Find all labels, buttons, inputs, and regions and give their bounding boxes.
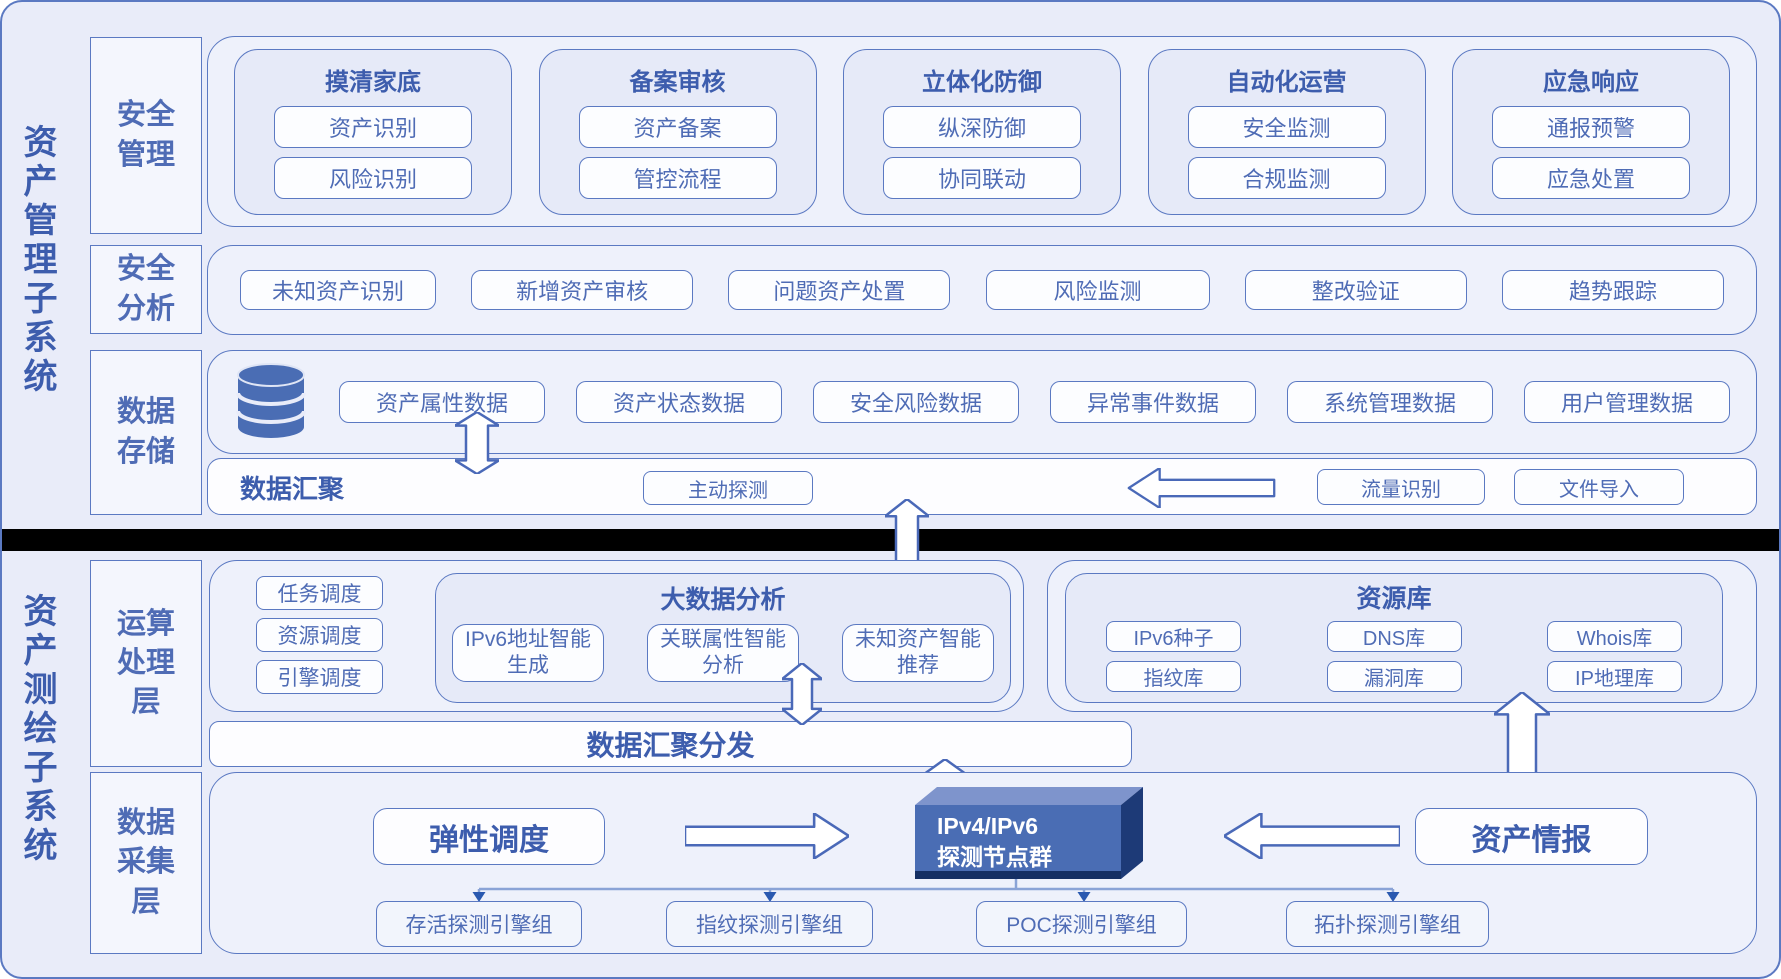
engine-box: 指纹探测引擎组 — [666, 901, 873, 947]
item-button: IPv6种子 — [1106, 621, 1241, 652]
group-box: 摸清家底 资产识别 风险识别 — [234, 48, 512, 215]
double-arrow-vertical-icon — [782, 663, 822, 725]
item-button: DNS库 — [1326, 621, 1462, 652]
arrow-left-icon — [1224, 813, 1400, 859]
item-button: 整改验证 — [1244, 270, 1467, 310]
layer-label-data-storage: 数据存储 — [90, 350, 202, 515]
node-cluster-line1: IPv4/IPv6 — [937, 813, 1039, 839]
group-title: 应急响应 — [1543, 68, 1639, 96]
layer-label-security-management: 安全管理 — [90, 37, 202, 234]
item-button: 引擎调度 — [256, 660, 383, 694]
item-button: 资产备案 — [578, 105, 777, 148]
engine-box: 拓扑探测引擎组 — [1286, 901, 1489, 947]
node-cluster-3d-box: IPv4/IPv6 探测节点群 — [915, 787, 1145, 879]
layer-label-compute: 运算处理层 — [90, 560, 202, 767]
item-button: 指纹库 — [1106, 661, 1241, 692]
group-box: 备案审核 资产备案 管控流程 — [538, 48, 817, 215]
double-arrow-vertical-icon — [455, 412, 499, 474]
item-button: 主动探测 — [643, 471, 813, 505]
item-button: IP地理库 — [1547, 661, 1682, 692]
group-title: 资源库 — [1356, 585, 1432, 613]
aggregation-label: 数据汇聚 — [240, 474, 345, 504]
item-button: 资产状态数据 — [576, 381, 782, 423]
section-divider — [2, 529, 1779, 551]
compute-left-container: 任务调度 资源调度 引擎调度 大数据分析 IPv6地址智能生成 关联属性智能分析… — [209, 560, 1024, 712]
item-button: 任务调度 — [256, 576, 383, 610]
group-title: 自动化运营 — [1226, 68, 1347, 96]
item-button: 合规监测 — [1187, 156, 1386, 199]
item-button: Whois库 — [1547, 621, 1682, 652]
item-button: 安全风险数据 — [813, 381, 1019, 423]
item-button: 新增资产审核 — [471, 270, 694, 310]
elastic-scheduling-box: 弹性调度 — [373, 808, 605, 865]
big-data-group: 大数据分析 IPv6地址智能生成 关联属性智能分析 未知资产智能推荐 — [435, 573, 1011, 703]
item-button: 资源调度 — [256, 618, 383, 652]
engine-box: POC探测引擎组 — [976, 901, 1187, 947]
item-button: 未知资产智能推荐 — [842, 624, 994, 682]
asset-intel-box: 资产情报 — [1415, 808, 1648, 865]
item-button: 趋势跟踪 — [1501, 270, 1724, 310]
resource-library-group: 资源库 IPv6种子 DNS库 Whois库 指纹库 漏洞库 IP地理库 — [1065, 573, 1723, 703]
engine-box: 存活探测引擎组 — [376, 901, 582, 947]
security-management-container: 摸清家底 资产识别 风险识别 备案审核 资产备案 管控流程 立体化防御 纵深防御… — [207, 36, 1757, 227]
item-button: 风险监测 — [985, 270, 1210, 310]
item-button: 风险识别 — [274, 156, 472, 199]
item-button: 应急处置 — [1492, 156, 1690, 199]
group-title: 摸清家底 — [325, 68, 421, 96]
database-icon — [234, 362, 308, 442]
item-button: 纵深防御 — [883, 105, 1081, 148]
distribution-bar: 数据汇聚分发 — [209, 721, 1132, 767]
security-analysis-container: 未知资产识别 新增资产审核 问题资产处置 风险监测 整改验证 趋势跟踪 — [207, 245, 1757, 335]
item-button: 未知资产识别 — [240, 270, 436, 310]
system-label-top: 资产管理子系统 — [18, 123, 56, 397]
compute-right-container: 资源库 IPv6种子 DNS库 Whois库 指纹库 漏洞库 IP地理库 — [1047, 560, 1757, 712]
item-button: 问题资产处置 — [728, 270, 951, 310]
group-title: 大数据分析 — [660, 586, 786, 614]
group-title: 立体化防御 — [922, 68, 1042, 96]
item-button: 系统管理数据 — [1287, 381, 1493, 423]
data-storage-container: 资产属性数据 资产状态数据 安全风险数据 异常事件数据 系统管理数据 用户管理数… — [207, 350, 1757, 454]
item-button: 用户管理数据 — [1524, 381, 1730, 423]
item-button: 异常事件数据 — [1050, 381, 1256, 423]
data-aggregation-bar: 数据汇聚 主动探测 流量识别 文件导入 — [207, 458, 1757, 515]
item-button: IPv6地址智能生成 — [452, 624, 604, 682]
item-button: 资产识别 — [274, 105, 472, 148]
collection-container: 弹性调度 IPv4/IPv6 探测节点群 资产情报 存活探测引擎组 指纹探测引擎… — [209, 772, 1757, 954]
system-label-bottom: 资产测绘子系统 — [18, 593, 56, 866]
item-button: 通报预警 — [1492, 105, 1690, 148]
item-button: 流量识别 — [1317, 469, 1485, 505]
item-button: 资产属性数据 — [339, 381, 545, 423]
item-button: 漏洞库 — [1326, 661, 1462, 692]
item-button: 管控流程 — [578, 156, 777, 199]
group-title: 备案审核 — [629, 68, 726, 96]
group-box: 自动化运营 安全监测 合规监测 — [1147, 48, 1426, 215]
arrow-left-icon — [1122, 468, 1281, 508]
layer-label-collection: 数据采集层 — [90, 772, 202, 954]
item-button: 协同联动 — [883, 156, 1081, 199]
group-box: 应急响应 通报预警 应急处置 — [1452, 48, 1730, 215]
item-button: 文件导入 — [1514, 469, 1684, 505]
node-cluster-line2: 探测节点群 — [937, 844, 1052, 871]
item-button: 安全监测 — [1187, 105, 1386, 148]
layer-label-security-analysis: 安全分析 — [90, 245, 202, 334]
group-box: 立体化防御 纵深防御 协同联动 — [843, 48, 1121, 215]
arrow-right-icon — [685, 813, 849, 859]
item-button: 关联属性智能分析 — [647, 624, 799, 682]
